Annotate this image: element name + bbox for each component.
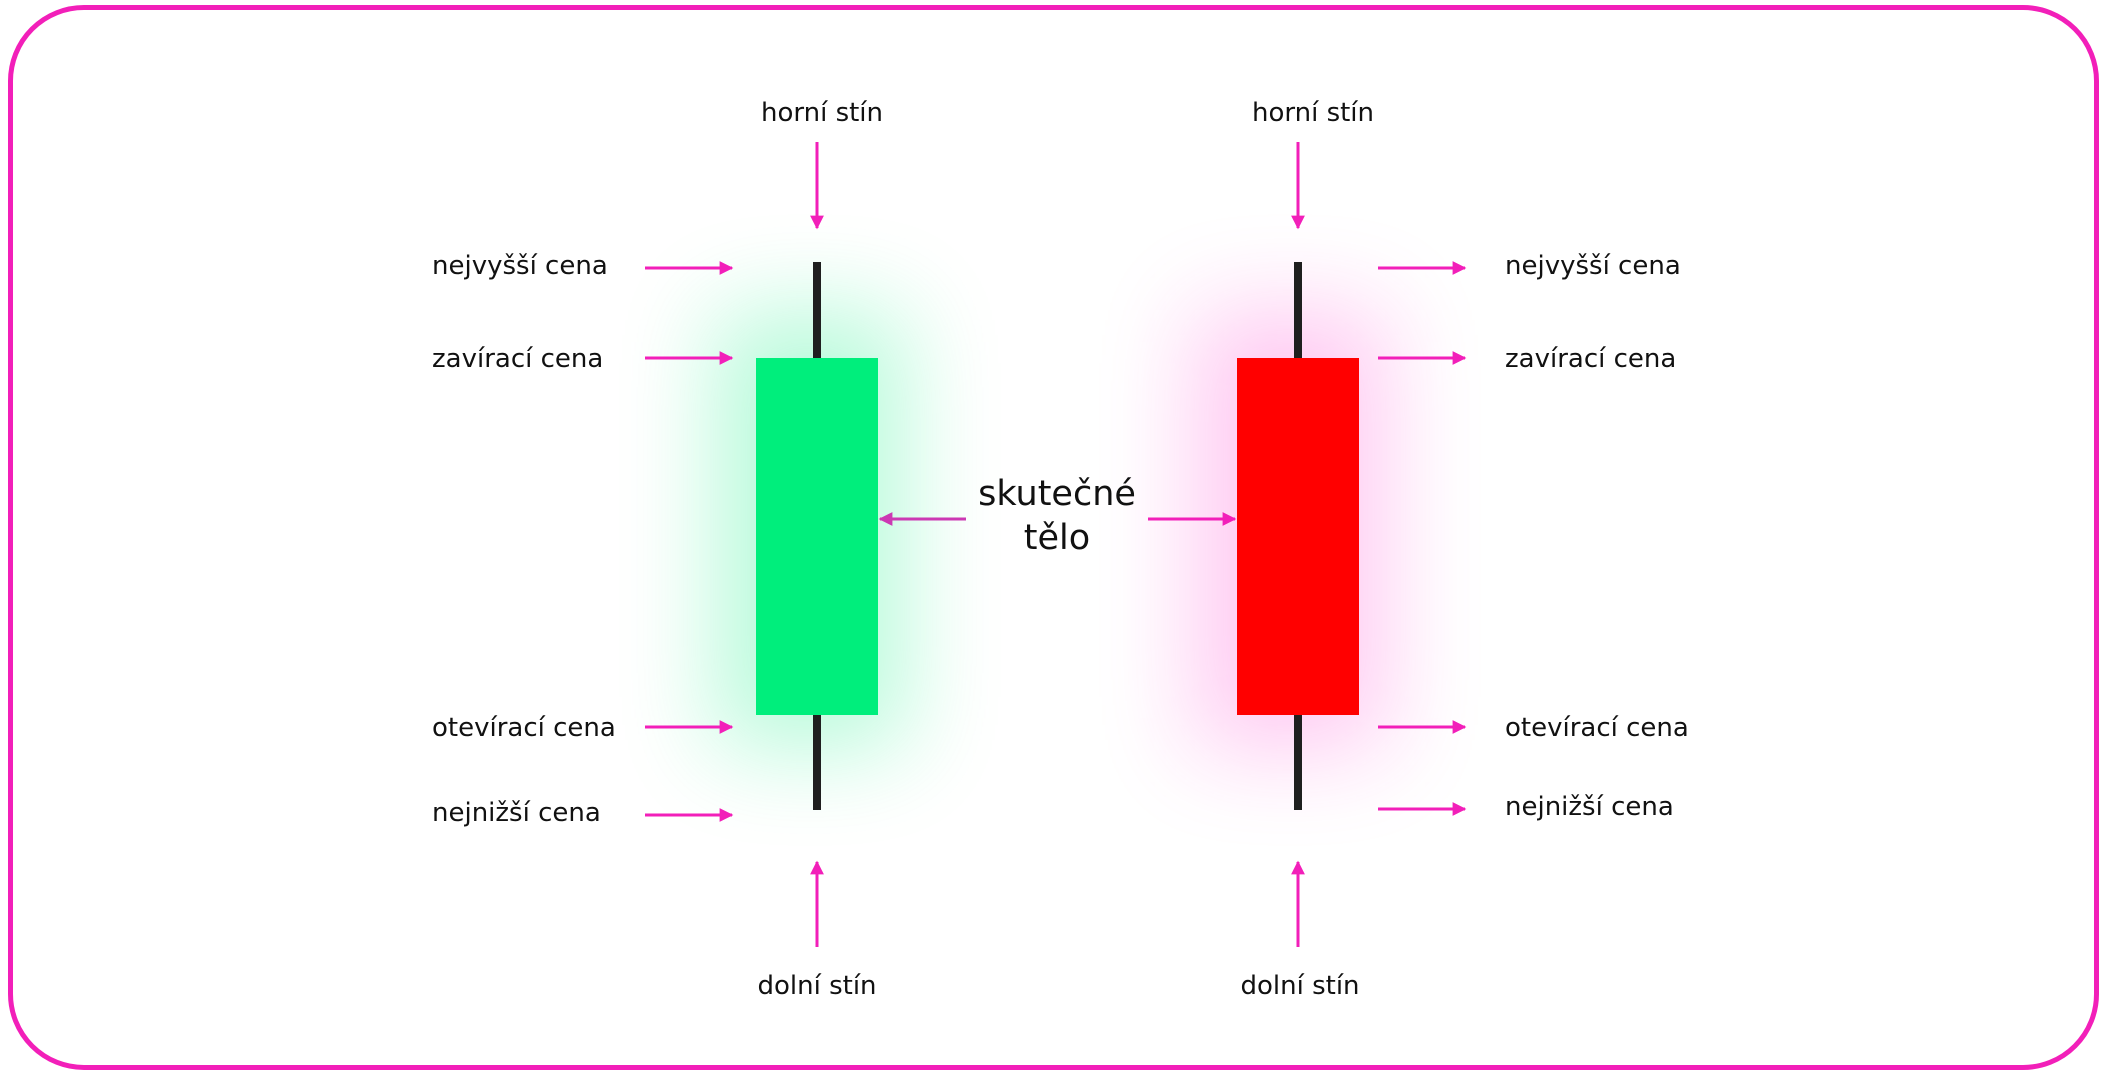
close-price-label-right: zavírací cena xyxy=(1505,344,1677,374)
high-price-label-left: nejvyšší cena xyxy=(432,251,608,281)
real-body-label-line1: skutečné xyxy=(978,474,1136,514)
real-body-label-line2: tělo xyxy=(1023,518,1091,558)
open-price-label-right: otevírací cena xyxy=(1505,713,1689,743)
close-price-label-left: zavírací cena xyxy=(432,344,604,374)
lower-shadow-label-left: dolní stín xyxy=(757,971,877,1001)
low-price-label-left: nejnižší cena xyxy=(432,798,601,828)
low-price-label-right: nejnižší cena xyxy=(1505,792,1674,822)
high-price-label-right: nejvyšší cena xyxy=(1505,251,1681,281)
bearish-body xyxy=(1237,358,1359,715)
lower-shadow-label-right: dolní stín xyxy=(1240,971,1360,1001)
open-price-label-left: otevírací cena xyxy=(432,713,616,743)
bullish-candle xyxy=(756,262,878,810)
upper-shadow-label-right: horní stín xyxy=(1251,98,1375,128)
bearish-candle xyxy=(1237,262,1359,810)
frame-border xyxy=(8,5,2099,1070)
upper-shadow-label-left: horní stín xyxy=(760,98,884,128)
bullish-body xyxy=(756,358,878,715)
real-body-label: skutečné tělo xyxy=(978,472,1136,560)
